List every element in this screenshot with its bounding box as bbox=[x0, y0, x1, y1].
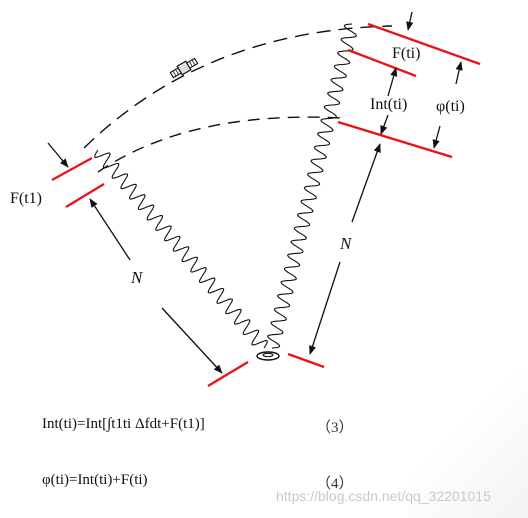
arrow-right-n-down bbox=[309, 261, 341, 355]
arrow-right-n-up bbox=[351, 143, 381, 223]
arrow-phi-down bbox=[432, 125, 441, 149]
marker-right-bottom bbox=[337, 120, 453, 159]
corner-shade bbox=[408, 368, 528, 518]
label-int-ti: Int(ti) bbox=[370, 96, 407, 113]
marker-left-top bbox=[51, 156, 93, 182]
arrow-left-n-down bbox=[161, 307, 223, 374]
label-n-right: N bbox=[339, 234, 353, 253]
satellite-icon bbox=[169, 57, 199, 79]
orbit-outer-arc bbox=[83, 25, 393, 149]
orbit-inner-arc bbox=[97, 116, 343, 173]
equation-3: Int(ti)=Int[∫t1ti Δfdt+F(t1)] bbox=[42, 416, 205, 432]
marker-right-top bbox=[367, 22, 481, 66]
equation-4: φ(ti)=Int(ti)+F(ti) bbox=[42, 472, 148, 488]
label-phi-ti: φ(ti) bbox=[436, 98, 465, 115]
arrow-int-down bbox=[380, 114, 389, 135]
equation-4-number: （4） bbox=[316, 476, 354, 492]
arrow-left-top-pointer bbox=[47, 142, 69, 168]
watermark: https://blog.csdn.net/qq_32201015 bbox=[276, 488, 491, 504]
marker-bottom-right bbox=[287, 352, 325, 369]
arrow-phi-up bbox=[455, 61, 463, 85]
equation-3-number: （3） bbox=[316, 420, 354, 436]
signal-wave-left bbox=[94, 149, 268, 349]
marker-bottom-left bbox=[207, 360, 249, 388]
ground-antenna-icon bbox=[256, 351, 280, 361]
arrow-left-n-up bbox=[89, 198, 131, 261]
marker-right-mid bbox=[347, 48, 417, 78]
arrow-int-up bbox=[387, 67, 398, 97]
label-n-left: N bbox=[130, 268, 144, 287]
marker-left-bottom bbox=[65, 182, 105, 209]
label-f-ti: F(ti) bbox=[392, 45, 420, 62]
signal-wave-right bbox=[267, 23, 357, 349]
arrow-right-top-pointer bbox=[406, 11, 414, 31]
label-f-t1: F(t1) bbox=[10, 190, 42, 207]
